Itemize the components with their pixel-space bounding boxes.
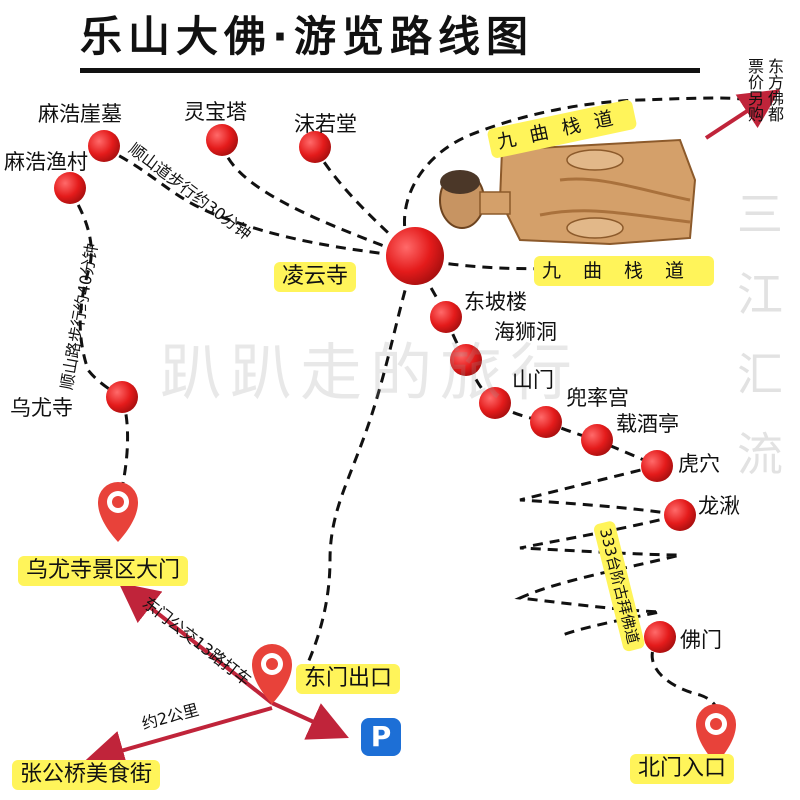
location-pin-icon[interactable]: [696, 704, 736, 764]
location-pin-icon[interactable]: [98, 482, 138, 542]
location-pin-icon[interactable]: [252, 644, 292, 704]
arrow-icon: [271, 701, 349, 740]
marker-zaijiu-pavilion[interactable]: [581, 424, 613, 456]
label-moruo-hall: 沫若堂: [294, 112, 357, 136]
trail-jiuqu-upper: [402, 96, 761, 259]
label-dongpo-tower: 东坡楼: [464, 290, 527, 314]
marker-mahao-village[interactable]: [54, 172, 86, 204]
page-title: 乐山大佛·游览路线图: [80, 12, 700, 73]
marker-haishi-cave[interactable]: [450, 344, 482, 376]
label-jiuqu-lower: 九曲栈道: [534, 256, 715, 286]
label-mahao-village: 麻浩渔村: [4, 150, 88, 174]
label-shanmen: 山门: [512, 368, 554, 392]
label-zaijiu-pavilion: 载酒亭: [616, 412, 679, 436]
label-tiger-cave: 虎穴: [678, 452, 720, 476]
label-haishi-cave: 海狮洞: [494, 320, 557, 344]
label-mahao-tomb: 麻浩崖墓: [38, 102, 122, 126]
label-fomen: 佛门: [680, 628, 722, 652]
trail-lingbao-lingyun: [220, 141, 416, 260]
label-wuyou-temple: 乌尤寺: [10, 396, 73, 420]
marker-dongpo-tower[interactable]: [430, 301, 462, 333]
trail-moruo-lingyun: [313, 147, 417, 260]
ticket-note: 票价另购: [745, 58, 764, 122]
arrow-icon: [704, 89, 781, 140]
location-pins: [98, 482, 736, 764]
parking-icon[interactable]: P: [361, 718, 401, 756]
trail-lingyun-eastexit: [298, 257, 417, 681]
label-wuyou-gate: 乌尤寺景区大门: [18, 556, 189, 586]
marker-doushuai-palace[interactable]: [530, 406, 562, 438]
watermark-text: 趴趴走的旅行: [160, 336, 581, 409]
label-zhanggongqiao: 张公桥美食街: [12, 760, 161, 790]
label-north-gate: 北门入口: [630, 754, 735, 784]
trail-mahao-lingyun: [103, 146, 416, 260]
label-lingyun-temple: 凌云寺: [274, 262, 357, 292]
trail-village-wuyou: [68, 189, 123, 400]
road-arrows: [84, 89, 781, 770]
arrow-icon: [84, 706, 273, 770]
marker-longqiu[interactable]: [664, 499, 696, 531]
label-longqiu: 龙湫: [698, 494, 740, 518]
marker-mahao-tomb[interactable]: [88, 130, 120, 162]
label-east-exit: 东门出口: [296, 664, 401, 694]
marker-wuyou-temple[interactable]: [106, 381, 138, 413]
arrow-icon: [118, 582, 274, 705]
marker-fomen[interactable]: [644, 621, 676, 653]
scenic-markers: [54, 124, 696, 653]
river-watermark: 三江汇流: [730, 190, 784, 510]
marker-moruo-hall[interactable]: [299, 131, 331, 163]
giant-buddha-icon: [439, 138, 697, 246]
marker-shanmen[interactable]: [479, 387, 511, 419]
marker-lingbao-pagoda[interactable]: [206, 124, 238, 156]
east-buddha-note: 东方佛都: [765, 58, 784, 122]
label-doushuai-palace: 兜率宫: [566, 386, 629, 410]
marker-lingyun-temple[interactable]: [386, 227, 444, 285]
label-lingbao-pagoda: 灵宝塔: [184, 100, 247, 124]
marker-tiger-cave[interactable]: [641, 450, 673, 482]
